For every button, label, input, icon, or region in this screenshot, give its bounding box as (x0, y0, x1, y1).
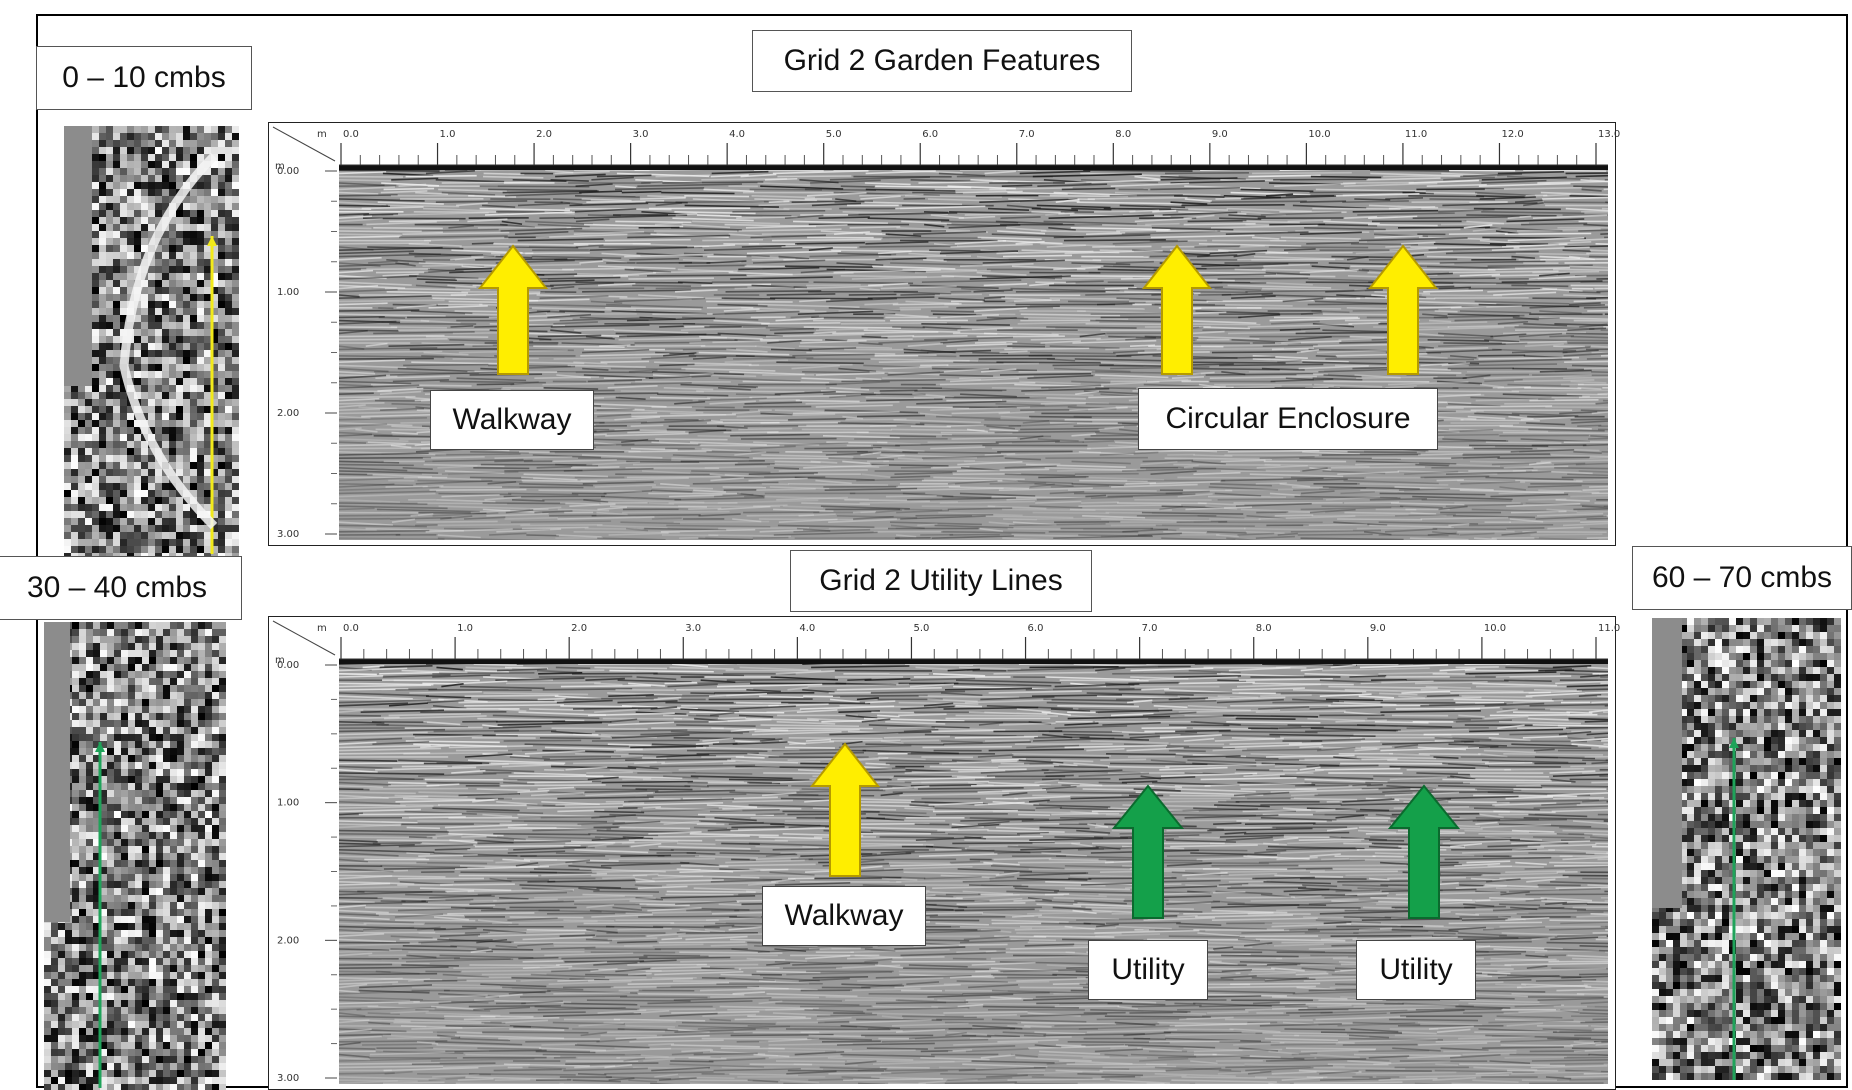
x-tick-label: 13.0 (1598, 129, 1620, 140)
x-tick-label: 10.0 (1484, 623, 1506, 634)
y-tick-label: 0.00 (277, 660, 299, 671)
y-tick-label: 1.00 (277, 287, 299, 298)
x-tick-label: 9.0 (1212, 129, 1228, 140)
y-tick-label: 1.00 (277, 798, 299, 809)
depth-slice-map-bottom-left (44, 622, 226, 1090)
y-tick-label: 3.00 (277, 1073, 299, 1084)
x-tick-label: 7.0 (1019, 129, 1035, 140)
arrow-up-icon (1387, 784, 1461, 919)
y-tick-label: 3.00 (277, 529, 299, 540)
y-tick-label: 2.00 (277, 408, 299, 419)
x-unit-label: m (317, 623, 327, 634)
x-tick-label: 7.0 (1142, 623, 1158, 634)
x-tick-label: 6.0 (1028, 623, 1044, 634)
x-tick-label: 4.0 (729, 129, 745, 140)
y-tick-label: 0.00 (277, 166, 299, 177)
x-tick-label: 1.0 (457, 623, 473, 634)
x-tick-label: 2.0 (536, 129, 552, 140)
annotation-walkway-bottom: Walkway (762, 886, 926, 946)
arrow-up-icon (1141, 244, 1213, 375)
depth-slice-map-top-left (64, 126, 239, 560)
x-tick-label: 8.0 (1256, 623, 1272, 634)
arrow-up-icon (477, 244, 549, 375)
y-tick-label: 2.00 (277, 935, 299, 946)
annotation-walkway-top: Walkway (430, 390, 594, 450)
x-tick-label: 10.0 (1308, 129, 1330, 140)
y-unit-label: m (275, 655, 285, 666)
x-tick-label: 12.0 (1501, 129, 1523, 140)
profile-title-bottom: Grid 2 Utility Lines (790, 550, 1092, 612)
inset-depth-label-bottom-left: 30 – 40 cmbs (0, 556, 242, 620)
inset-depth-label-bottom-right: 60 – 70 cmbs (1632, 546, 1852, 610)
x-tick-label: 0.0 (343, 129, 359, 140)
inset-depth-label-top-left: 0 – 10 cmbs (36, 46, 252, 110)
x-tick-label: 9.0 (1370, 623, 1386, 634)
x-tick-label: 8.0 (1115, 129, 1131, 140)
x-tick-label: 11.0 (1405, 129, 1427, 140)
x-tick-label: 5.0 (826, 129, 842, 140)
x-tick-label: 3.0 (685, 623, 701, 634)
x-tick-label: 1.0 (440, 129, 456, 140)
x-tick-label: 0.0 (343, 623, 359, 634)
arrow-up-icon (1367, 244, 1439, 375)
x-tick-label: 4.0 (799, 623, 815, 634)
radar-profile-bottom: 0.0 1.0 2.0 3.0 4.0 5.0 6.0 7.0 8.0 9.0 10.0 11.0 m m… (268, 616, 1620, 1090)
x-tick-label: 5.0 (913, 623, 929, 634)
arrow-up-icon (809, 742, 881, 877)
annotation-circular-enclosure: Circular Enclosure (1138, 388, 1438, 450)
x-tick-label: 11.0 (1598, 623, 1620, 634)
x-tick-label: 3.0 (633, 129, 649, 140)
annotation-utility-2: Utility (1356, 940, 1476, 1000)
x-unit-label: m (317, 129, 327, 140)
arrow-up-icon (1111, 784, 1185, 919)
profile-title-top: Grid 2 Garden Features (752, 30, 1132, 92)
x-tick-label: 2.0 (571, 623, 587, 634)
annotation-utility-1: Utility (1088, 940, 1208, 1000)
y-unit-label: m (275, 161, 285, 172)
x-tick-label: 6.0 (922, 129, 938, 140)
depth-slice-map-bottom-right (1652, 618, 1841, 1080)
